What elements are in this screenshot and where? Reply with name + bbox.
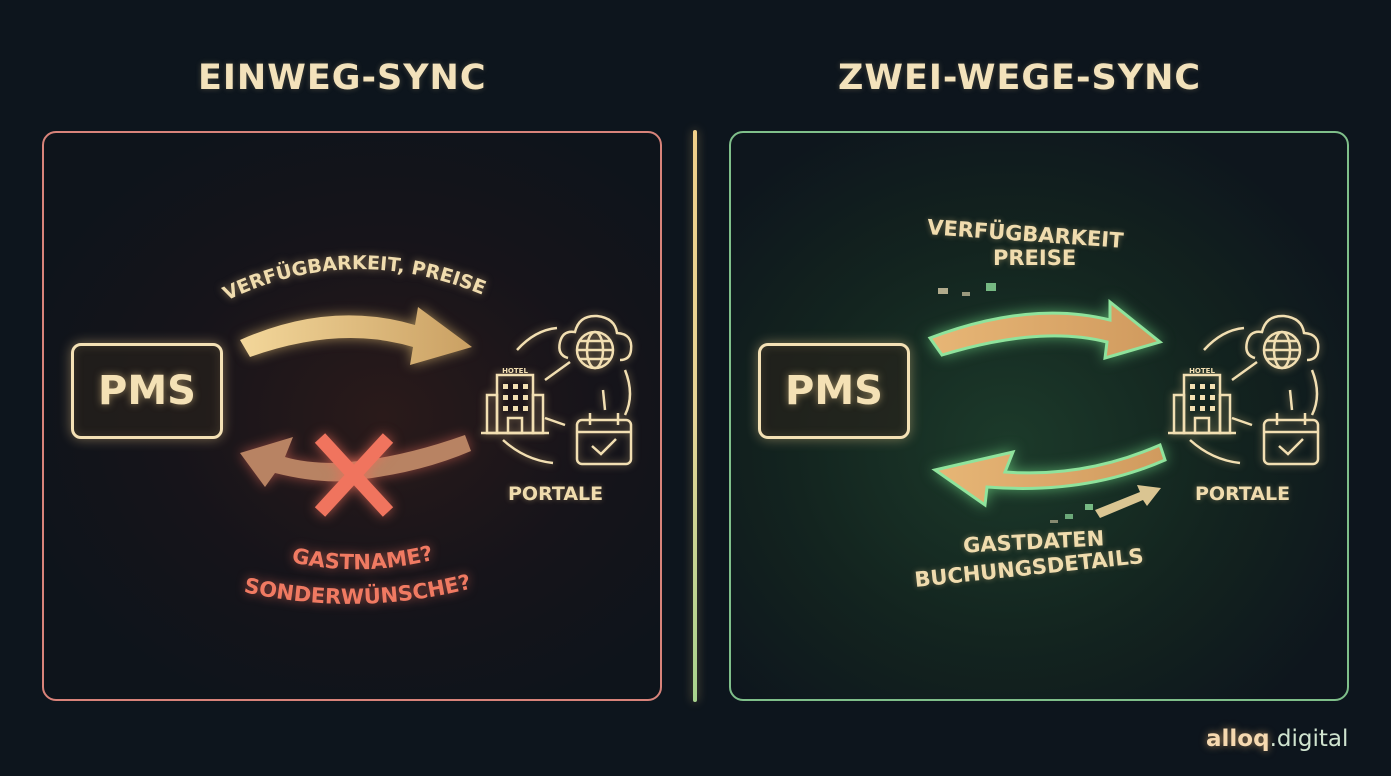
right-pms-box: PMS [758, 343, 910, 439]
arrow-right-icon [927, 283, 1164, 361]
brand-name-bold: alloq [1206, 726, 1270, 752]
svg-text:GASTNAME?: GASTNAME? [290, 541, 435, 574]
right-portal-label: PORTALE [1195, 483, 1291, 505]
hotel-sign: HOTEL [1189, 367, 1215, 375]
arrow-left-icon [240, 435, 471, 487]
cross-icon [314, 433, 394, 517]
pms-label: PMS [785, 368, 883, 414]
right-portal-cluster: HOTEL [1168, 314, 1320, 466]
brand-name-rest: .digital [1269, 726, 1349, 752]
center-divider [693, 130, 697, 702]
svg-text:SONDERWÜNSCHE?: SONDERWÜNSCHE? [242, 570, 473, 609]
left-title: EINWEG-SYNC [198, 58, 487, 98]
pms-label: PMS [98, 368, 196, 414]
left-portal-label: PORTALE [508, 483, 604, 505]
blocked-label-special-requests: SONDERWÜNSCHE? [242, 570, 473, 609]
brand-logo: alloq.digital [1206, 726, 1348, 752]
blocked-label-guest-name: GASTNAME? [290, 541, 435, 574]
right-title: ZWEI-WEGE-SYNC [838, 58, 1202, 98]
right-top-label-line2: PREISE [993, 246, 1077, 270]
left-portal-cluster: HOTEL [481, 314, 633, 466]
left-pms-box: PMS [71, 343, 223, 439]
arrow-right-icon [240, 307, 472, 365]
arrow-left-icon [931, 442, 1167, 523]
hotel-sign: HOTEL [502, 367, 528, 375]
